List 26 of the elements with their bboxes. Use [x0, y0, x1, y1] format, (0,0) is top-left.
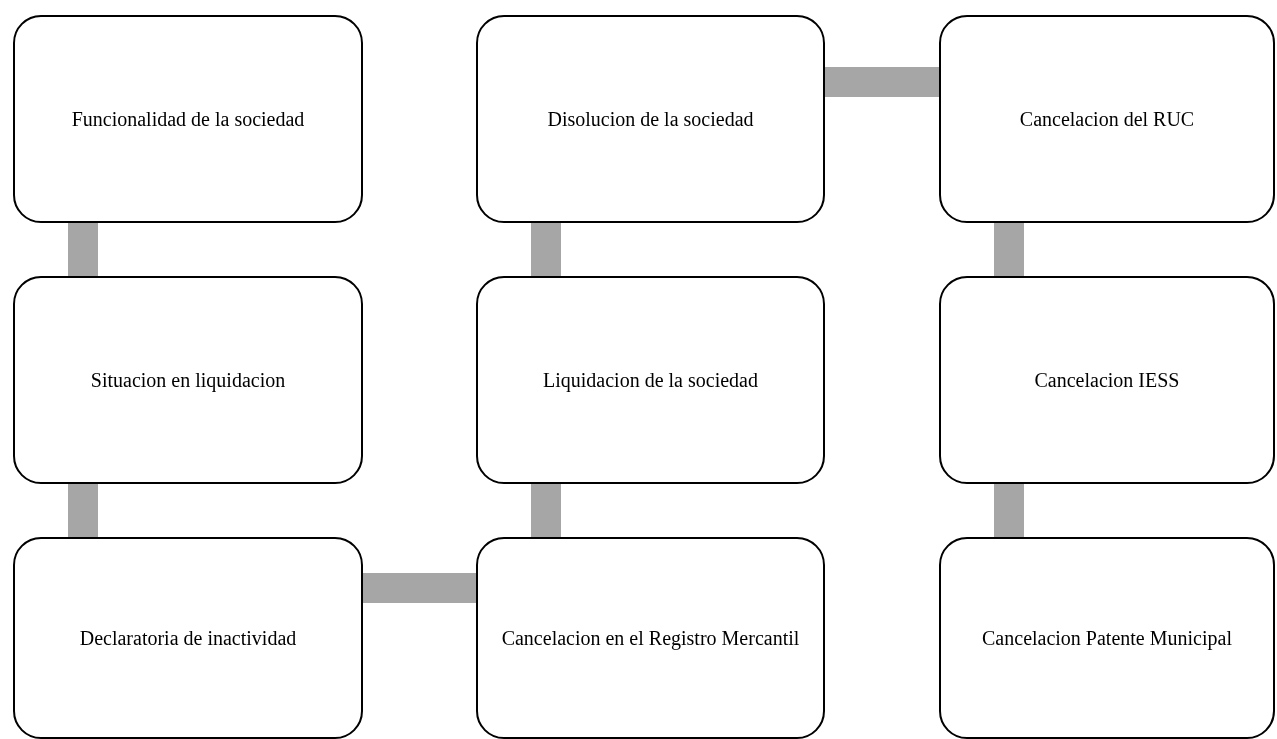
- box-label: Liquidacion de la sociedad: [543, 368, 758, 392]
- box-label: Cancelacion en el Registro Mercantil: [501, 626, 800, 650]
- connector: [994, 223, 1024, 276]
- process-box: [13, 537, 363, 739]
- process-box: [13, 15, 363, 223]
- box-label: Cancelacion IESS: [1034, 368, 1180, 392]
- connector: [363, 573, 476, 603]
- connector: [825, 67, 939, 97]
- process-box: [939, 537, 1275, 739]
- box-label: Situacion en liquidacion: [90, 368, 286, 392]
- process-box: [939, 15, 1275, 223]
- connector: [68, 223, 98, 276]
- connector: [68, 484, 98, 537]
- process-box: [939, 276, 1275, 484]
- process-box: [13, 276, 363, 484]
- box-label: Declaratoria de inactividad: [79, 626, 297, 650]
- box-label: Cancelacion del RUC: [1019, 107, 1195, 131]
- process-box: [476, 15, 825, 223]
- box-label: Disolucion de la sociedad: [547, 107, 754, 131]
- connector: [531, 223, 561, 276]
- process-box: [476, 276, 825, 484]
- connector: [531, 484, 561, 537]
- process-box: [476, 537, 825, 739]
- box-label: Funcionalidad de la sociedad: [71, 107, 305, 131]
- connector: [994, 484, 1024, 537]
- box-label: Cancelacion Patente Municipal: [982, 626, 1232, 650]
